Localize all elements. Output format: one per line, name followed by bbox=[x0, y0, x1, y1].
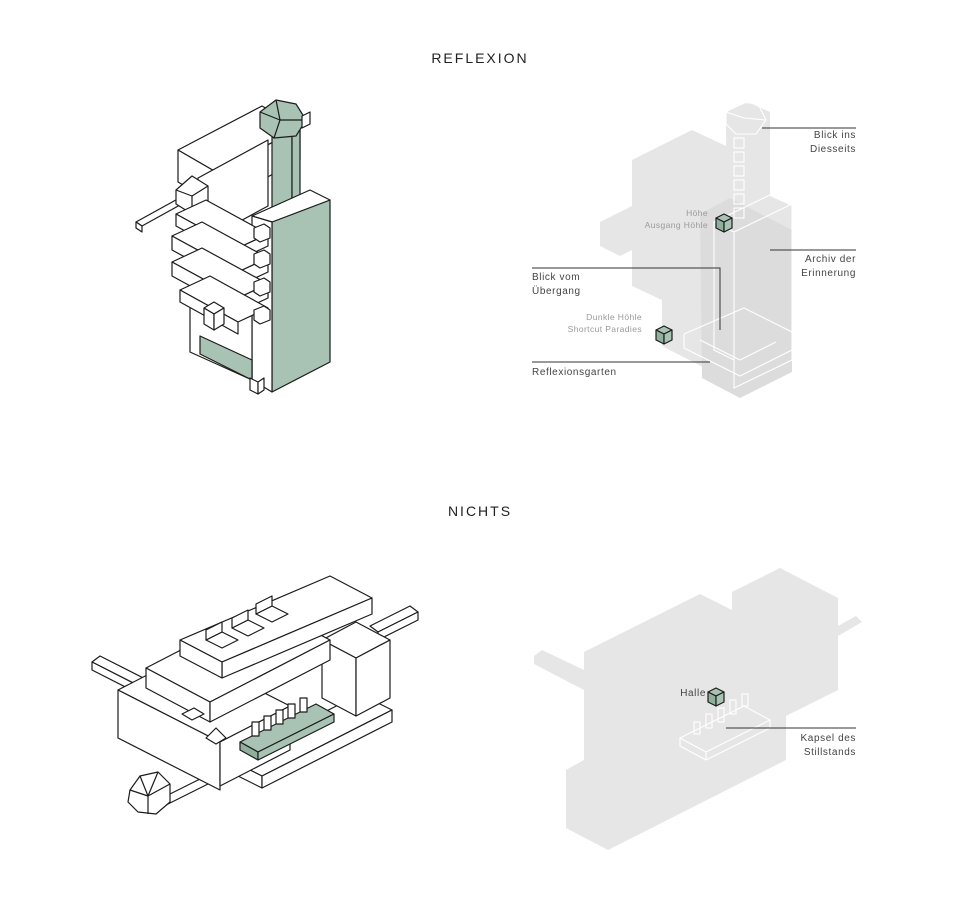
label-reflexionsgarten: Reflexionsgarten bbox=[532, 367, 617, 378]
title-reflexion: REFLEXION bbox=[431, 50, 529, 66]
label-kapsel-2: Stillstands bbox=[804, 747, 856, 758]
label-blick-vom-2: Übergang bbox=[532, 285, 581, 297]
green-main-block-right bbox=[271, 199, 331, 393]
green-gem-top bbox=[259, 99, 307, 139]
label-hoehe-1: Höhe bbox=[686, 208, 708, 218]
label-dunkle-2: Shortcut Paradies bbox=[568, 324, 642, 334]
leader-blick-vom-uebergang bbox=[532, 267, 721, 330]
label-kapsel-1: Kapsel des bbox=[801, 733, 856, 744]
label-halle: Halle bbox=[680, 688, 706, 699]
label-archiv-1: Archiv der bbox=[805, 254, 856, 265]
title-nichts: NICHTS bbox=[447, 503, 513, 519]
label-hoehe-2: Ausgang Höhle bbox=[645, 220, 708, 230]
nichts-ghost-diagram bbox=[534, 568, 862, 850]
label-blick-vom-1: Blick vom bbox=[532, 272, 580, 283]
ghost-ladder bbox=[733, 137, 745, 219]
ghost-mass-nichts bbox=[534, 568, 862, 850]
reflexion-ghost-diagram bbox=[532, 101, 856, 398]
label-dunkle-1: Dunkle Höhle bbox=[586, 312, 642, 322]
capsule-pegs bbox=[251, 697, 308, 737]
label-archiv-2: Erinnerung bbox=[801, 268, 856, 279]
nichts-model bbox=[91, 575, 419, 815]
ghost-gem bbox=[725, 101, 767, 135]
reflexion-model bbox=[135, 99, 331, 395]
label-blick-ins-1: Blick ins bbox=[814, 130, 856, 141]
label-blick-ins-2: Diesseits bbox=[810, 144, 856, 155]
